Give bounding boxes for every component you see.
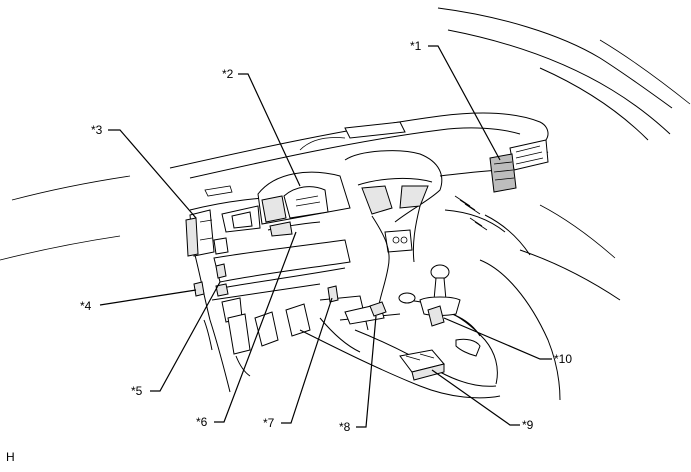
right-vent — [509, 139, 549, 171]
floor-lines — [0, 175, 501, 399]
windshield-frame — [437, 7, 691, 141]
callout-6: *6 — [196, 415, 208, 429]
figure-code: H — [6, 450, 15, 464]
pedal-area — [203, 283, 321, 377]
callout-2: *2 — [222, 67, 234, 81]
fasteners — [193, 263, 387, 317]
instrument-cluster — [221, 171, 351, 237]
component-1 — [489, 153, 517, 193]
callout-5: *5 — [131, 384, 143, 398]
leader-lines — [99, 45, 552, 428]
component-9 — [399, 349, 445, 381]
component-3 — [185, 209, 229, 257]
callout-3: *3 — [91, 123, 103, 137]
callout-9: *9 — [522, 418, 534, 432]
callout-4: *4 — [80, 299, 92, 313]
dashboard-top — [169, 112, 549, 197]
callout-8: *8 — [339, 420, 351, 434]
callout-1: *1 — [410, 39, 422, 53]
component-10 — [427, 305, 445, 327]
dashboard-body — [189, 150, 621, 401]
callout-10: *10 — [554, 352, 572, 366]
callout-7: *7 — [263, 416, 275, 430]
